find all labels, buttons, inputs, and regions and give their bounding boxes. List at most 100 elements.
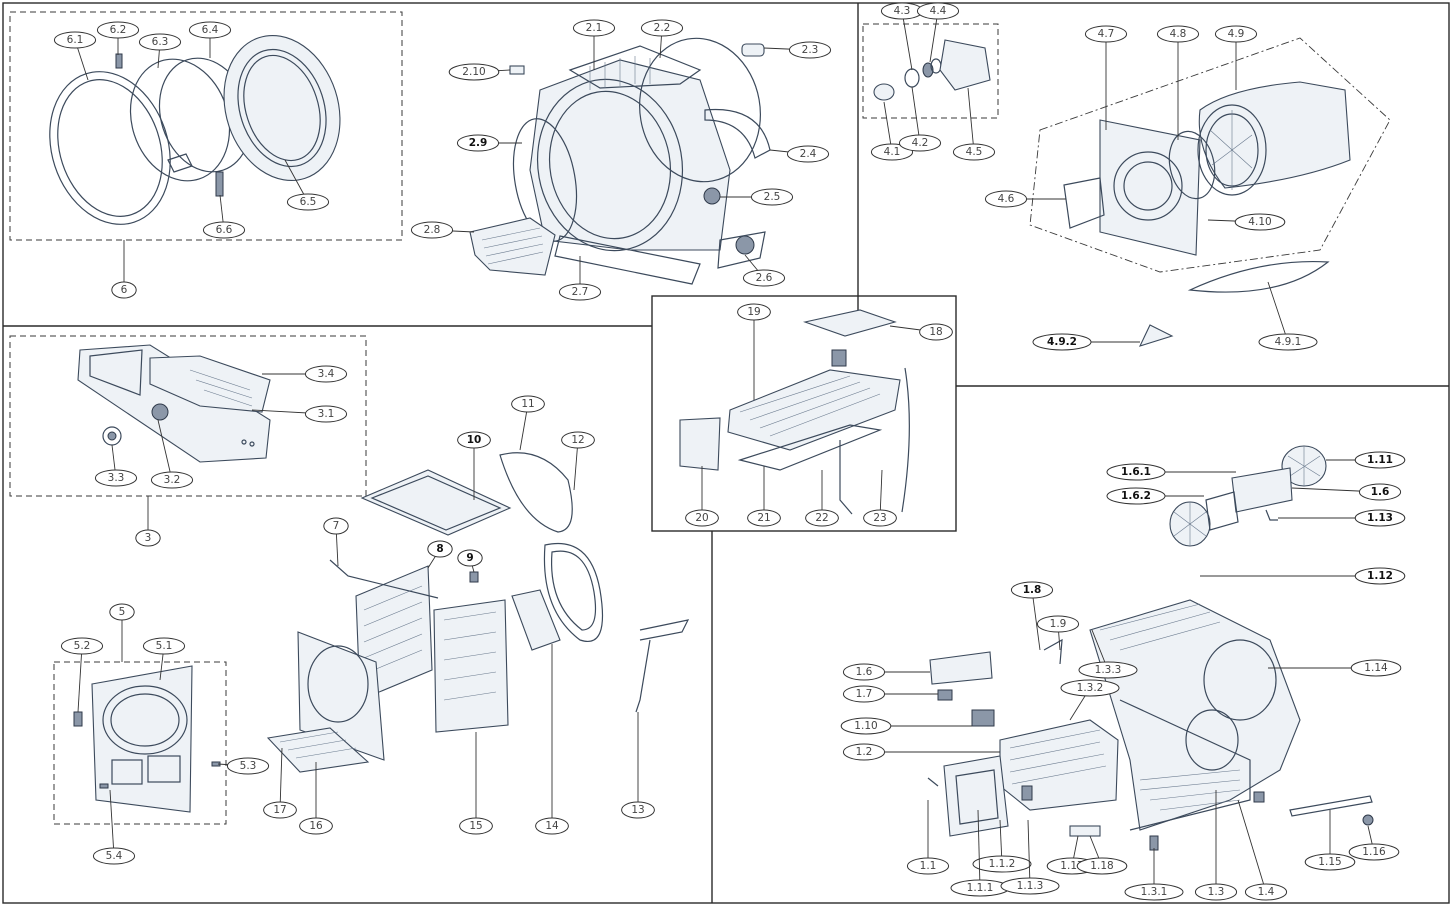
callout-number: 2.3	[802, 44, 819, 56]
callout-oval	[742, 269, 786, 287]
callout-number: 2.8	[424, 224, 441, 236]
callout-number: 3.4	[318, 368, 335, 380]
callout-oval	[1106, 487, 1166, 505]
callout-oval	[1234, 213, 1286, 231]
callout-oval	[96, 21, 140, 39]
callout-7: 7	[323, 517, 349, 567]
callout-oval	[1304, 853, 1356, 871]
callout-number: 1.2	[856, 746, 873, 758]
callout-22: 22	[805, 470, 839, 527]
control-panel-group-box	[9, 335, 367, 497]
leader-line	[157, 419, 173, 481]
callout-oval	[511, 395, 545, 413]
callout-oval	[870, 143, 914, 161]
drum-assembly	[873, 39, 1351, 347]
callout-2-9: 2.9	[456, 134, 522, 152]
callout-1-16: 1.16	[1348, 825, 1400, 861]
callout-number: 1.10	[854, 720, 877, 732]
callout-oval	[1258, 333, 1318, 351]
leader-line	[1027, 819, 1031, 887]
callout-oval	[1214, 25, 1258, 43]
callout-9: 9	[457, 549, 483, 573]
callout-oval	[1348, 843, 1400, 861]
callout-oval	[572, 19, 616, 37]
sensor-housing-assembly	[679, 309, 910, 515]
callout-2-8: 2.8	[410, 221, 475, 239]
callout-11: 11	[511, 395, 545, 451]
callout-number: 4.4	[930, 5, 947, 17]
callout-4-8: 4.8	[1156, 25, 1200, 140]
callout-1-3-2: 1.3.2	[1060, 679, 1120, 721]
callout-number: 4.7	[1098, 28, 1115, 40]
callout-number: 6.4	[202, 24, 219, 36]
callout-14: 14	[535, 644, 569, 835]
callout-number: 5.2	[74, 640, 91, 652]
callout-oval	[842, 743, 886, 761]
callout-number: 2.5	[764, 191, 781, 203]
callout-oval	[842, 663, 886, 681]
callout-number: 3.2	[164, 474, 181, 486]
callout-number: 1.14	[1364, 662, 1388, 674]
callout-number: 3	[145, 532, 152, 544]
callout-2-5: 2.5	[720, 188, 794, 206]
callout-3: 3	[135, 496, 161, 547]
callout-oval	[737, 303, 771, 321]
callout-oval	[842, 685, 886, 703]
callout-oval	[786, 145, 830, 163]
callout-oval	[640, 19, 684, 37]
callout-number: 5.4	[106, 850, 123, 862]
leader-line	[77, 645, 83, 713]
callout-6-2: 6.2	[96, 21, 140, 55]
callout-number: 1.3.1	[1141, 886, 1168, 898]
callout-number: 7	[333, 520, 340, 532]
callout-number: 8	[436, 543, 443, 555]
callout-3-2: 3.2	[150, 419, 194, 489]
callout-18: 18	[889, 323, 953, 341]
callout-number: 2.1	[586, 22, 603, 34]
callout-number: 6.5	[300, 196, 317, 208]
callout-number: 2.2	[654, 22, 671, 34]
front-cover-assembly	[73, 665, 221, 813]
callout-5-1: 5.1	[142, 637, 186, 681]
callout-1-3-1: 1.3.1	[1124, 848, 1184, 901]
control-panel-assembly	[77, 344, 271, 463]
callout-oval	[1350, 659, 1402, 677]
callout-number: 4.3	[894, 5, 911, 17]
callout-number: 5.1	[156, 640, 173, 652]
callout-oval	[323, 517, 349, 535]
callout-number: 2.7	[572, 286, 589, 298]
callout-5: 5	[109, 603, 135, 662]
callout-number: 1.1.2	[989, 858, 1016, 870]
callout-oval	[916, 2, 960, 20]
callout-2-7: 2.7	[558, 256, 602, 301]
callout-oval	[805, 509, 839, 527]
callout-number: 3.1	[318, 408, 335, 420]
callout-1-3-3: 1.3.3	[1078, 629, 1138, 679]
callout-number: 2.6	[756, 272, 773, 284]
callout-1-6b: 1.6	[1291, 483, 1402, 501]
callout-number: 1.4	[1258, 886, 1275, 898]
callout-oval	[226, 757, 270, 775]
callout-number: 6	[121, 284, 128, 296]
callout-oval	[60, 637, 104, 655]
callout-20: 20	[685, 466, 719, 527]
callout-4-9-2: 4.9.2	[1032, 333, 1140, 351]
leader-line	[1031, 589, 1041, 651]
callout-oval	[863, 509, 897, 527]
callout-4-2: 4.2	[898, 86, 942, 152]
callout-number: 1.9	[1050, 618, 1067, 630]
callout-12: 12	[561, 431, 595, 491]
callout-oval	[1106, 463, 1166, 481]
callout-number: 5	[119, 606, 126, 618]
callout-1-14: 1.14	[1268, 659, 1402, 677]
callout-number: 1.12	[1367, 570, 1393, 582]
callout-number: 4.9.1	[1275, 336, 1302, 348]
leader-line	[911, 86, 921, 144]
callout-5-4: 5.4	[92, 789, 136, 865]
base-assembly	[927, 599, 1374, 851]
callout-number: 4.5	[966, 146, 983, 158]
callout-oval	[1354, 509, 1406, 527]
callout-1-6-2: 1.6.2	[1106, 487, 1204, 505]
callout-oval	[984, 190, 1028, 208]
callout-oval	[558, 283, 602, 301]
